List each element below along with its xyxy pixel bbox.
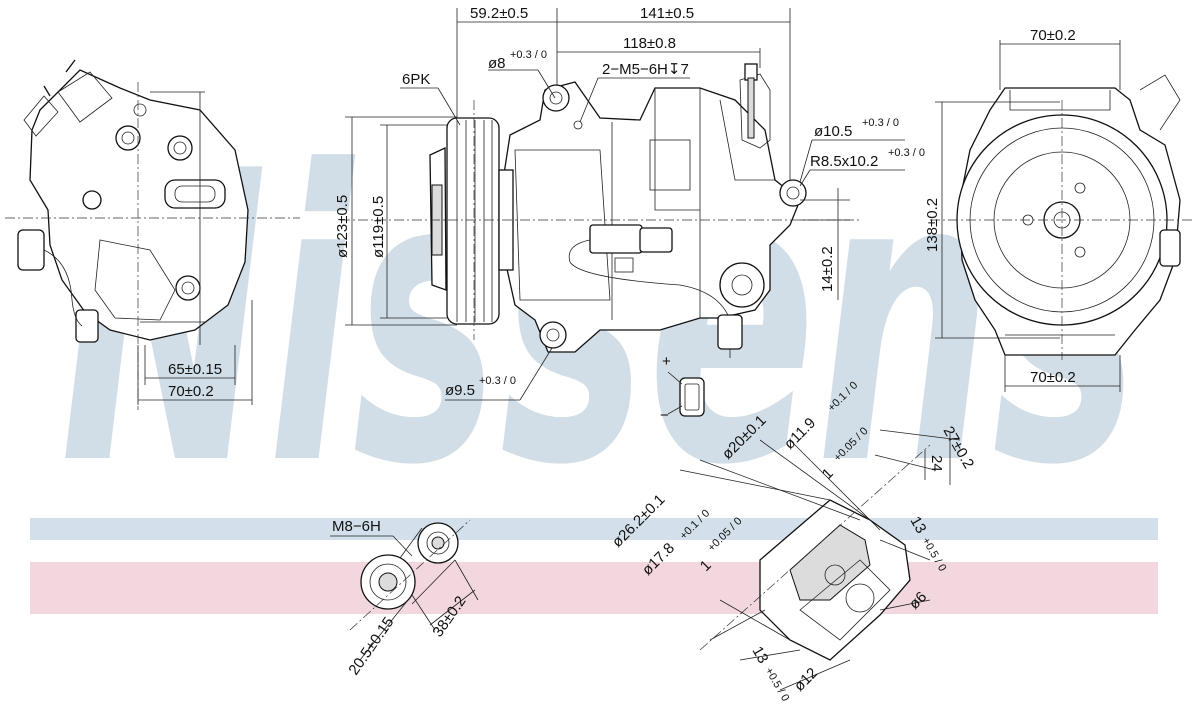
dim-12: ø12 [791, 665, 821, 695]
center-front-view [340, 8, 905, 401]
dim-24: 24 [928, 455, 945, 472]
dim-65: 65±0.15 [168, 361, 222, 378]
dim-20-5: 20.5±0.15 [345, 614, 397, 678]
dim-13-a: 13 [907, 514, 930, 537]
dim-118: 118±0.8 [623, 35, 676, 52]
dim-pin-8: ø8 [488, 55, 506, 72]
pulley-6pk: 6PK [402, 71, 430, 88]
right-rear-view [930, 40, 1195, 392]
plus-sign: + [662, 353, 671, 370]
connector-symbol [667, 371, 705, 417]
dim-70-right: 70±0.2 [1030, 369, 1076, 386]
dim-pin-8-tol: +0.3 / 0 [510, 49, 547, 61]
thread-m8: M8−6H [332, 518, 381, 535]
port-section-detail [679, 429, 961, 691]
red-band [30, 562, 1158, 614]
dim-9-5: ø9.5 [445, 382, 475, 399]
dim-13-b: 13 [749, 644, 772, 667]
dim-r8-5-tol: +0.3 / 0 [888, 147, 925, 159]
dim-r8-5: R8.5x10.2 [810, 153, 878, 170]
dim-10-5: ø10.5 [814, 123, 852, 140]
dim-14: 14±0.2 [819, 246, 836, 292]
left-side-view [5, 59, 300, 410]
dim-138: 138±0.2 [924, 198, 941, 252]
dim-119: ø119±0.5 [370, 196, 387, 258]
thread-callout: 2−M5−6H↧7 [602, 61, 689, 78]
mounting-detail [330, 519, 479, 661]
minus-sign: − [660, 407, 669, 424]
dim-141: 141±0.5 [640, 5, 694, 22]
dim-70-top: 70±0.2 [1030, 27, 1076, 44]
dim-70-left: 70±0.2 [168, 383, 214, 400]
dim-10-5-tol: +0.3 / 0 [862, 117, 899, 129]
dim-9-5-tol: +0.3 / 0 [479, 375, 516, 387]
dim-59-2: 59.2±0.5 [470, 5, 528, 22]
dim-123: ø123±0.5 [334, 195, 351, 258]
dim-13-b-tol: +0.5 / 0 [762, 666, 791, 704]
